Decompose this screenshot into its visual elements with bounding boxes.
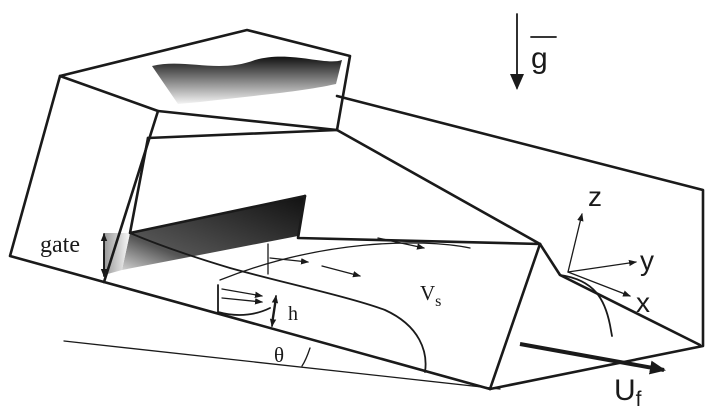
height-arrow bbox=[269, 295, 279, 327]
velocity-main: V bbox=[420, 281, 435, 305]
reservoir-box bbox=[8, 28, 352, 284]
gate-label: gate bbox=[40, 232, 80, 258]
gravity-label: g bbox=[531, 42, 548, 75]
lock-back-fluid bbox=[122, 196, 305, 270]
gravity-arrow bbox=[510, 13, 557, 90]
velocity-sub: s bbox=[435, 293, 441, 310]
velocity-label: Vs bbox=[420, 281, 441, 310]
velocity-profile bbox=[219, 237, 471, 305]
height-label: h bbox=[288, 303, 298, 325]
axis-y-label: y bbox=[640, 245, 654, 276]
angle-label: θ bbox=[274, 343, 284, 367]
front-velocity-label: Uf bbox=[614, 374, 642, 411]
front-velocity-main: U bbox=[614, 374, 636, 407]
current-profile bbox=[129, 232, 613, 373]
front-velocity-sub: f bbox=[636, 388, 642, 411]
slope-angle bbox=[63, 340, 501, 390]
axis-z-label: z bbox=[588, 181, 602, 212]
coordinate-axes bbox=[567, 213, 637, 297]
front-velocity-arrow bbox=[519, 342, 666, 375]
axis-x-label: x bbox=[636, 287, 650, 318]
reservoir-fluid-surface bbox=[152, 56, 342, 104]
